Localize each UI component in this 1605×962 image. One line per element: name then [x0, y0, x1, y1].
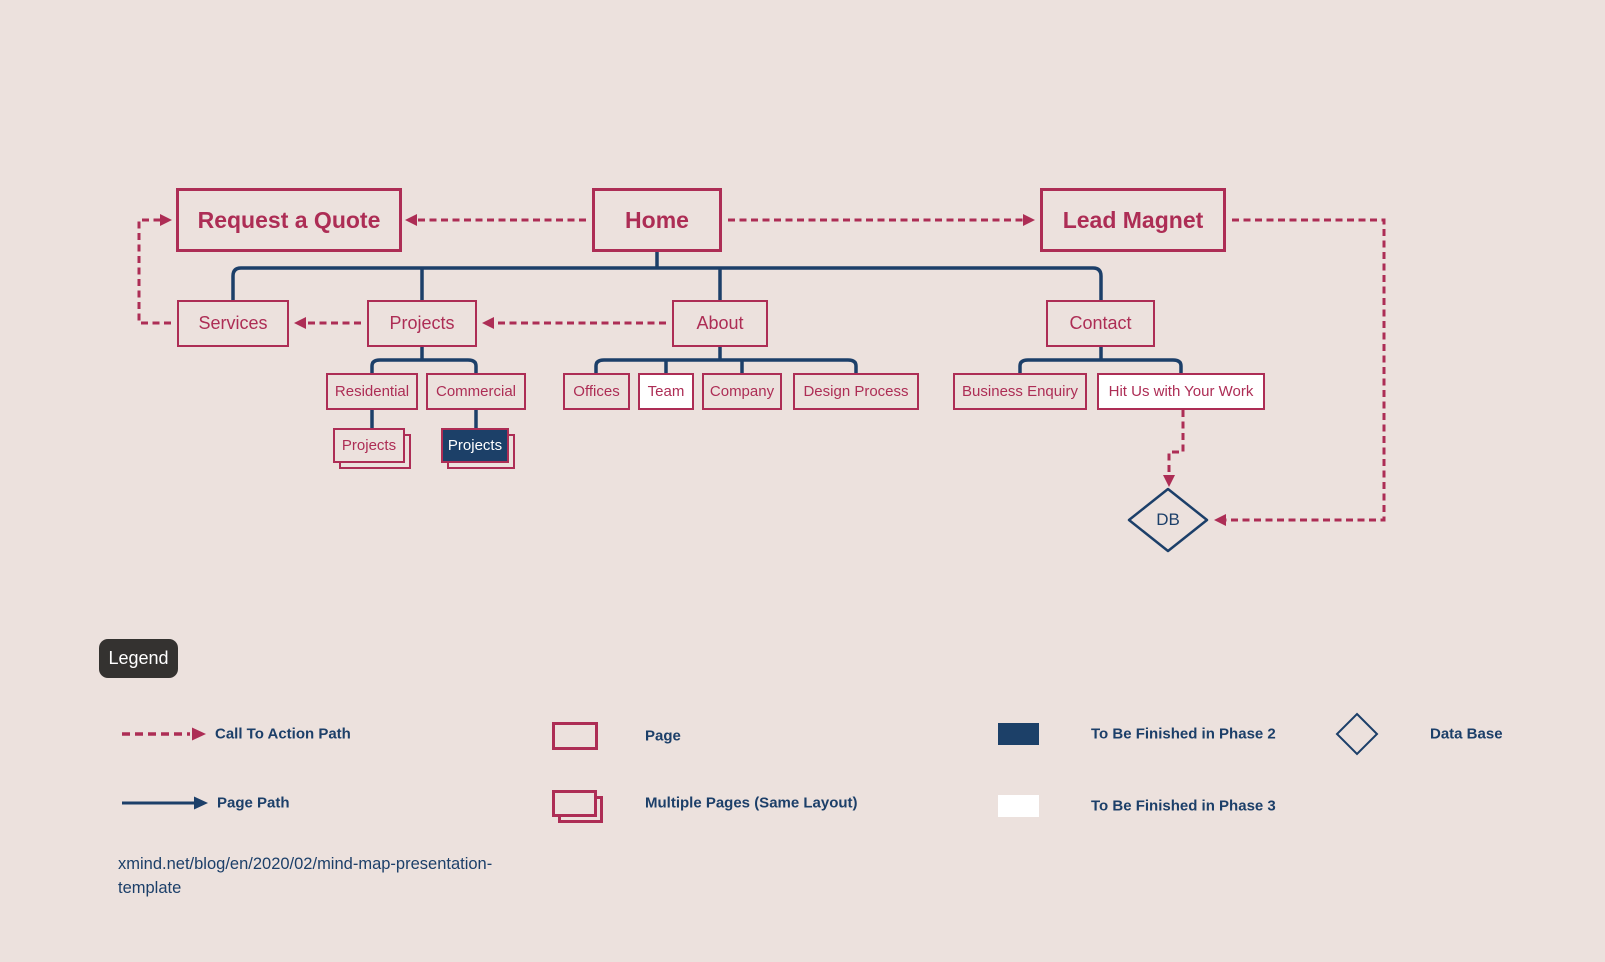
node-team[interactable]: Team: [638, 373, 694, 410]
page-path-legend-icon: [122, 796, 208, 810]
node-business-enquiry[interactable]: Business Enquiry: [953, 373, 1087, 410]
stacked-page-front: Projects: [441, 428, 509, 463]
node-residential[interactable]: Residential: [326, 373, 418, 410]
legend-label-cta-path: Call To Action Path: [215, 725, 351, 743]
node-lead-magnet[interactable]: Lead Magnet: [1040, 188, 1226, 252]
node-projects-multipage-residential[interactable]: Projects: [333, 428, 411, 469]
legend-label-phase2: To Be Finished in Phase 2: [1091, 725, 1276, 743]
node-projects[interactable]: Projects: [367, 300, 477, 347]
node-services[interactable]: Services: [177, 300, 289, 347]
legend-badge: Legend: [99, 639, 178, 678]
legend-label-data-base: Data Base: [1430, 725, 1503, 743]
cta-hit-us-to-db: [1167, 410, 1185, 475]
node-company[interactable]: Company: [702, 373, 782, 410]
cta-services-to-request-quote: [137, 218, 171, 325]
phase2-legend-icon: [998, 723, 1039, 745]
page-legend-icon: [552, 722, 598, 750]
arrowhead-icon: [1163, 475, 1175, 487]
cta-path-legend-icon: [122, 727, 206, 741]
node-offices[interactable]: Offices: [563, 373, 630, 410]
arrowhead-icon: [1023, 214, 1035, 226]
arrowhead-icon: [1214, 514, 1226, 526]
cta-lead-magnet-to-db: [1226, 218, 1386, 522]
stacked-page-front: Projects: [333, 428, 405, 463]
node-db-label: DB: [1156, 510, 1180, 529]
arrowhead-icon: [294, 317, 306, 329]
node-commercial[interactable]: Commercial: [426, 373, 526, 410]
page-path-tree: [231, 252, 1183, 428]
legend-label-multiple-pages: Multiple Pages (Same Layout): [645, 794, 858, 812]
node-design-process[interactable]: Design Process: [793, 373, 919, 410]
node-home[interactable]: Home: [592, 188, 722, 252]
stacked-page-front: [552, 790, 597, 817]
node-contact[interactable]: Contact: [1046, 300, 1155, 347]
multiple-pages-legend-icon: [552, 790, 603, 823]
node-about[interactable]: About: [672, 300, 768, 347]
node-request-a-quote[interactable]: Request a Quote: [176, 188, 402, 252]
arrowhead-icon: [405, 214, 417, 226]
node-hit-us-with-your-work[interactable]: Hit Us with Your Work: [1097, 373, 1265, 410]
arrowhead-icon: [482, 317, 494, 329]
db-diamond[interactable]: [1127, 487, 1209, 553]
legend-label-page-path: Page Path: [217, 794, 290, 812]
arrowhead-icon: [160, 214, 172, 226]
legend-label-phase3: To Be Finished in Phase 3: [1091, 797, 1276, 815]
source-url: xmind.net/blog/en/2020/02/mind-map-prese…: [118, 855, 493, 897]
node-projects-multipage-commercial[interactable]: Projects: [441, 428, 515, 469]
database-legend-icon: [1335, 712, 1379, 756]
legend-label-page: Page: [645, 727, 681, 745]
phase3-legend-icon: [998, 795, 1039, 817]
